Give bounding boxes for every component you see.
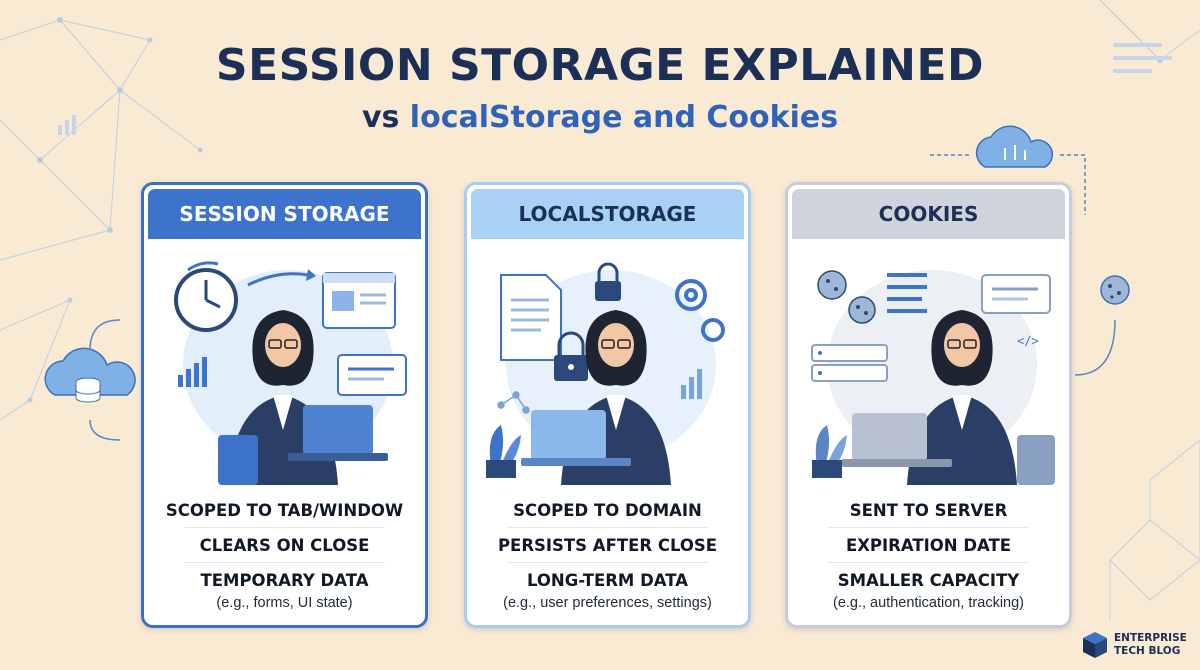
cloud-icon bbox=[975, 125, 1054, 168]
plant-icon bbox=[486, 425, 521, 478]
cloud-database-icon bbox=[44, 347, 136, 403]
card-heading: COOKIES bbox=[792, 189, 1065, 239]
laptop-icon bbox=[288, 405, 388, 461]
list-icon bbox=[887, 273, 927, 313]
page-subtitle: vs localStorage and Cookies bbox=[0, 100, 1200, 135]
divider bbox=[828, 527, 1029, 528]
divider bbox=[828, 562, 1029, 563]
laptop-icon bbox=[521, 410, 631, 466]
subtitle-prefix: vs bbox=[361, 100, 410, 135]
server-icon bbox=[811, 344, 888, 382]
page-title: SESSION STORAGE EXPLAINED bbox=[215, 40, 985, 91]
feature-example: (e.g., authentication, tracking) bbox=[832, 595, 1025, 611]
feature-lifetime: PERSISTS AFTER CLOSE bbox=[497, 536, 718, 555]
card-cookies: COOKIES </> bbox=[785, 182, 1072, 628]
cube-logo-icon bbox=[1083, 632, 1107, 658]
feature-example: (e.g., user preferences, settings) bbox=[503, 595, 712, 611]
browser-window-icon bbox=[322, 272, 396, 329]
svg-text:</>: </> bbox=[1017, 334, 1039, 348]
padlock-icon bbox=[554, 262, 621, 381]
network-icon bbox=[497, 391, 530, 414]
feature-lifetime: EXPIRATION DATE bbox=[845, 536, 1012, 555]
plant-icon bbox=[812, 425, 847, 478]
divider bbox=[507, 527, 708, 528]
cookie-icon bbox=[817, 270, 876, 324]
localstorage-illustration bbox=[486, 262, 725, 485]
arrow-icon bbox=[247, 272, 309, 287]
card-localstorage: LOCALSTORAGE bbox=[464, 182, 751, 628]
session-storage-illustration bbox=[174, 261, 407, 485]
cookie-icon bbox=[1100, 275, 1130, 305]
clock-icon bbox=[174, 261, 238, 332]
brand-line-2: TECH BLOG bbox=[1114, 645, 1181, 657]
subtitle-highlight: localStorage and Cookies bbox=[409, 100, 839, 135]
bar-chart-icon bbox=[178, 357, 207, 387]
feature-example: (e.g., forms, UI state) bbox=[216, 595, 353, 611]
chat-bubble-icon bbox=[337, 354, 407, 396]
divider bbox=[184, 562, 385, 563]
feature-data-type: SMALLER CAPACITY bbox=[837, 571, 1020, 590]
cookies-illustration: </> bbox=[811, 270, 1055, 485]
bar-chart-icon bbox=[681, 369, 702, 399]
code-icon: </> bbox=[1017, 334, 1039, 348]
feature-scope: SCOPED TO DOMAIN bbox=[513, 501, 702, 520]
feature-lifetime: CLEARS ON CLOSE bbox=[199, 536, 370, 555]
divider bbox=[184, 527, 385, 528]
brand-logo: ENTERPRISE TECH BLOG bbox=[1082, 628, 1197, 662]
document-icon bbox=[500, 274, 562, 361]
laptop-icon bbox=[842, 413, 952, 467]
gear-icon bbox=[675, 279, 725, 342]
feature-data-type: LONG-TERM DATA bbox=[526, 571, 689, 590]
feature-scope: SENT TO SERVER bbox=[849, 501, 1008, 520]
divider bbox=[507, 562, 708, 563]
card-heading: SESSION STORAGE bbox=[148, 189, 421, 239]
card-heading: LOCALSTORAGE bbox=[471, 189, 744, 239]
chat-bubble-icon bbox=[981, 274, 1051, 314]
feature-scope: SCOPED TO TAB/WINDOW bbox=[165, 501, 404, 520]
brand-line-1: ENTERPRISE bbox=[1114, 632, 1187, 644]
feature-data-type: TEMPORARY DATA bbox=[200, 571, 369, 590]
card-session-storage: SESSION STORAGE bbox=[141, 182, 428, 628]
